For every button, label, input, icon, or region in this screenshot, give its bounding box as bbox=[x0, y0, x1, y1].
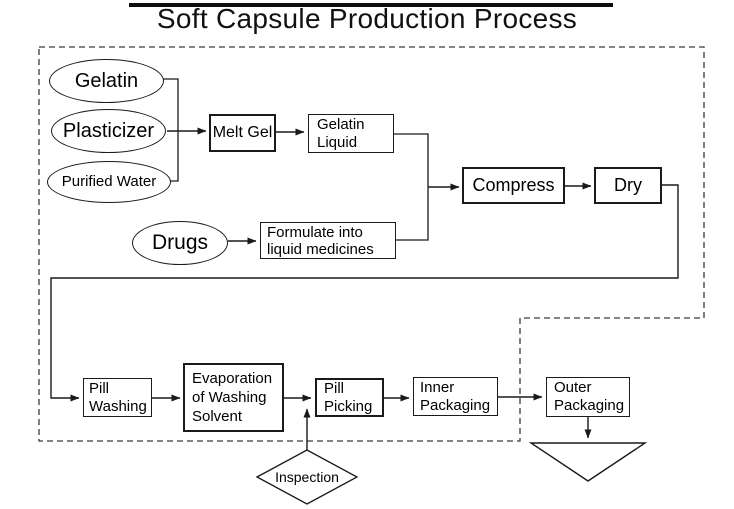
node-inner-packaging: Inner Packaging bbox=[413, 377, 498, 416]
node-dry-label: Dry bbox=[614, 175, 642, 196]
title-wrap: Soft Capsule Production Process bbox=[0, 4, 734, 34]
node-gelatin-liquid-label: Gelatin Liquid bbox=[317, 115, 365, 151]
node-evaporation: Evaporation of Washing Solvent bbox=[183, 363, 284, 432]
node-dry: Dry bbox=[594, 167, 662, 204]
node-melt-gel-label: Melt Gel bbox=[212, 123, 273, 141]
node-pill-picking-label: Pill Picking bbox=[324, 379, 373, 415]
node-pill-washing: Pill Washing bbox=[83, 378, 152, 417]
node-gelatin: Gelatin bbox=[49, 59, 164, 103]
node-inner-packaging-label: Inner Packaging bbox=[420, 378, 491, 414]
title-overline bbox=[129, 3, 613, 7]
inspection-diamond bbox=[255, 449, 359, 505]
node-compress: Compress bbox=[462, 167, 565, 204]
node-inspection: Inspection bbox=[262, 468, 352, 485]
node-evaporation-label: Evaporation of Washing Solvent bbox=[192, 370, 273, 425]
node-melt-gel: Melt Gel bbox=[209, 114, 276, 152]
node-pill-picking: Pill Picking bbox=[315, 378, 384, 417]
node-compress-label: Compress bbox=[472, 175, 555, 196]
dashed-boundary bbox=[38, 46, 705, 442]
node-outer-packaging-label: Outer Packaging bbox=[554, 379, 625, 414]
node-drugs-label: Drugs bbox=[151, 230, 209, 254]
connector-dry-pillwashing bbox=[50, 184, 679, 402]
connector-junction-rail bbox=[394, 133, 429, 241]
storage-triangle-icon bbox=[528, 442, 648, 482]
node-purified-water: Purified Water bbox=[47, 161, 171, 203]
node-purified-water-label: Purified Water bbox=[61, 173, 157, 191]
node-drugs: Drugs bbox=[132, 221, 228, 265]
node-inspection-label: Inspection bbox=[275, 468, 339, 485]
node-gelatin-liquid: Gelatin Liquid bbox=[308, 114, 394, 153]
node-pill-washing-label: Pill Washing bbox=[89, 379, 147, 415]
node-plasticizer-label: Plasticizer bbox=[62, 119, 155, 142]
node-formulate-label: Formulate into liquid medicines bbox=[267, 223, 374, 258]
node-outer-packaging: Outer Packaging bbox=[546, 377, 630, 417]
page-title: Soft Capsule Production Process bbox=[156, 3, 578, 34]
node-formulate: Formulate into liquid medicines bbox=[260, 222, 396, 259]
node-gelatin-label: Gelatin bbox=[74, 69, 139, 92]
connector-gelatin-water-rail bbox=[163, 78, 179, 182]
node-plasticizer: Plasticizer bbox=[51, 109, 166, 153]
